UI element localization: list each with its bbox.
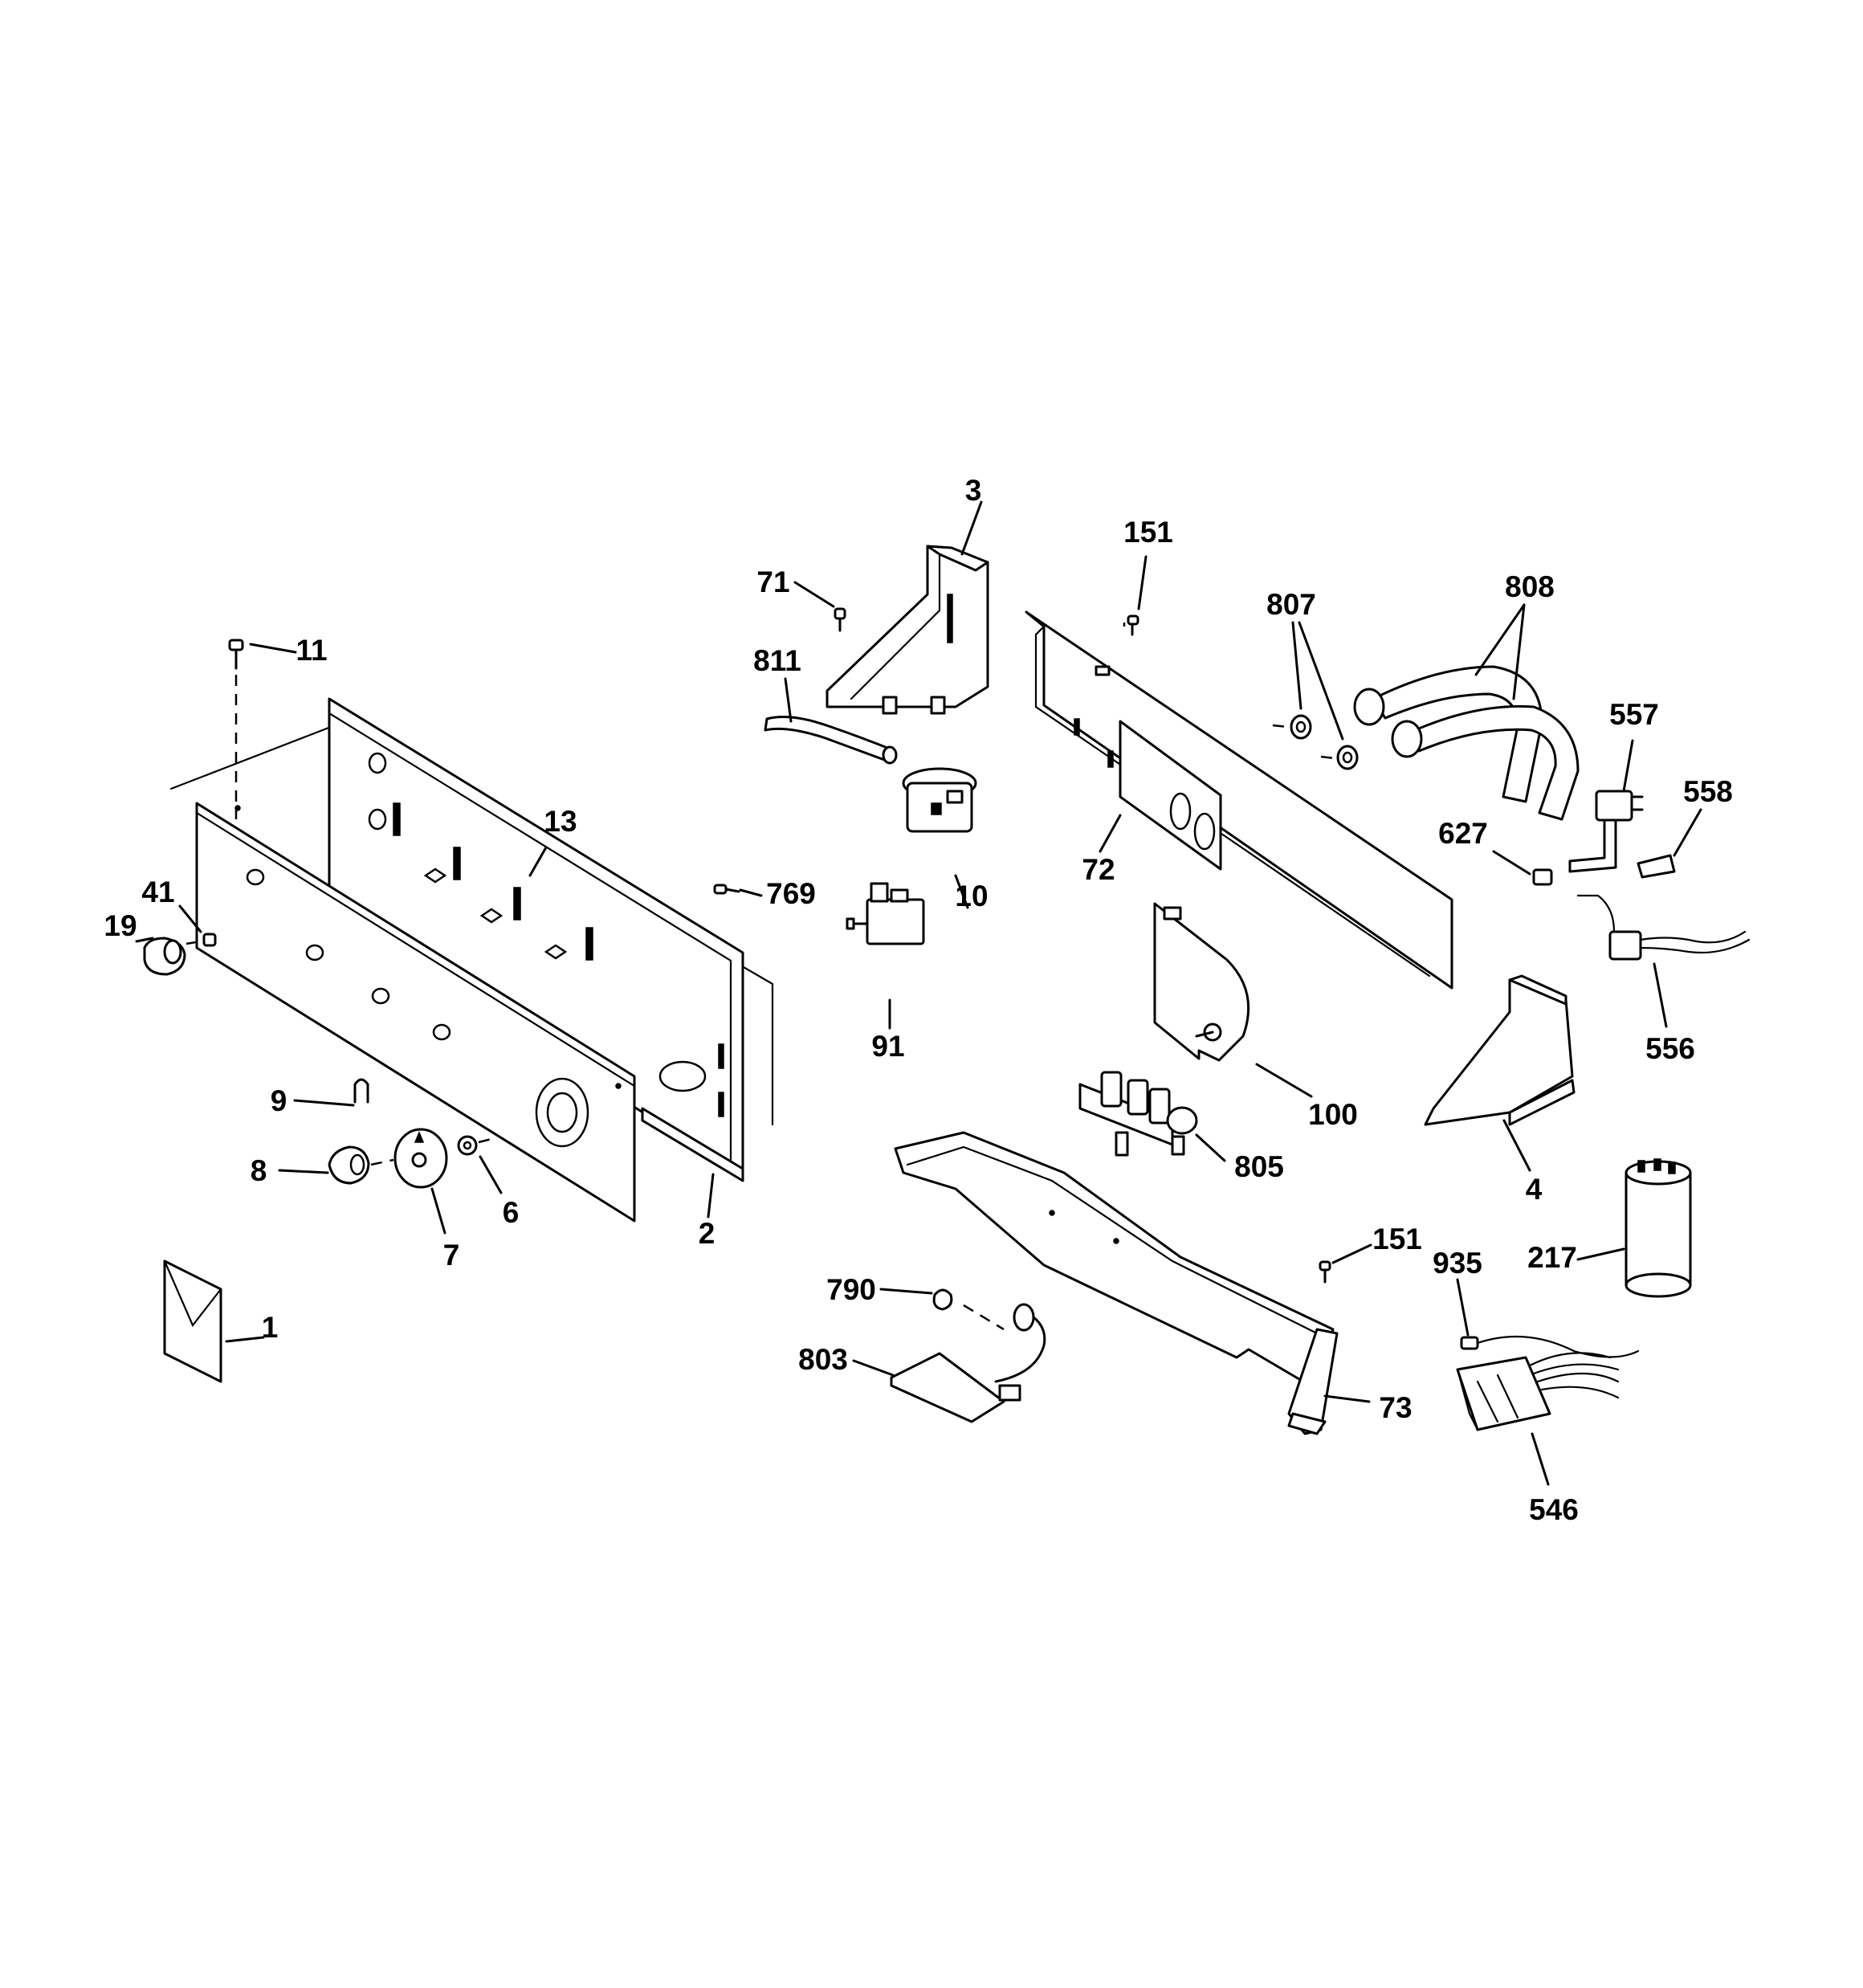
part-13-front-panel: [195, 802, 636, 1223]
callout-9: 9: [271, 1084, 287, 1117]
callout-10: 10: [955, 880, 988, 912]
part-803-hose: [890, 1303, 1046, 1423]
leader-lines: [135, 500, 1702, 1486]
callout-1: 1: [262, 1311, 279, 1344]
part-546-harness-block: [1456, 1356, 1551, 1431]
part-73-bracket: [894, 1131, 1339, 1435]
callout-217: 217: [1527, 1241, 1577, 1274]
callout-803: 803: [798, 1343, 848, 1376]
part-217-capacitor: [1625, 1158, 1692, 1298]
callout-4: 4: [1526, 1173, 1543, 1206]
callout-807: 807: [1266, 588, 1316, 621]
callout-769: 769: [766, 877, 816, 910]
part-558-connector: [1637, 854, 1676, 879]
callout-151: 151: [1123, 516, 1173, 549]
part-935-wires: [1460, 1335, 1640, 1399]
part-72-backsplash: [1025, 610, 1453, 990]
callout-790: 790: [826, 1273, 876, 1306]
callout-19: 19: [104, 909, 137, 942]
callout-3: 3: [965, 474, 982, 507]
part-8-knob: [328, 1145, 394, 1185]
callout-805: 805: [1234, 1150, 1284, 1183]
callout-13: 13: [544, 805, 577, 838]
callout-41: 41: [141, 876, 174, 908]
part-10-pressure-switch: [902, 767, 977, 833]
part-557-cord: [1568, 790, 1644, 873]
part-91-switch: [846, 882, 925, 945]
callout-556: 556: [1645, 1032, 1695, 1065]
part-556-harness: [1576, 894, 1751, 961]
callout-71: 71: [756, 565, 789, 598]
callout-557: 557: [1609, 698, 1659, 731]
part-1-envelope: [163, 1259, 222, 1383]
part-11-screw: [228, 639, 244, 819]
callout-91: 91: [871, 1030, 904, 1063]
callout-100: 100: [1308, 1098, 1358, 1131]
part-790-clamp: [932, 1288, 1005, 1331]
callout-627: 627: [1438, 817, 1488, 850]
callout-73: 73: [1379, 1391, 1412, 1424]
callout-2: 2: [699, 1217, 715, 1250]
callout-7: 7: [443, 1239, 460, 1272]
part-627-plug: [1532, 868, 1553, 886]
callout-808: 808: [1505, 570, 1555, 603]
part-4-bracket: [1424, 974, 1576, 1126]
callout-6: 6: [503, 1196, 520, 1229]
callout-11: 11: [296, 634, 327, 667]
part-805-water-valve: [1078, 1071, 1198, 1157]
part-811-hose: [764, 716, 898, 765]
part-807-washers: [1272, 714, 1359, 770]
part-3-bracket: [826, 545, 989, 715]
callout-811: 811: [753, 644, 801, 677]
part-7-dial: [393, 1128, 448, 1189]
part-6-nut: [457, 1135, 492, 1156]
callout-935: 935: [1433, 1247, 1482, 1280]
callout-558: 558: [1683, 775, 1733, 808]
callout-8: 8: [251, 1154, 267, 1187]
part-100-timer: [1153, 902, 1250, 1062]
part-19-knob: [143, 937, 186, 976]
part-9-clip: [353, 1078, 369, 1104]
part-41-setscrew: [185, 933, 217, 947]
part-151-screw-bottom: [1319, 1260, 1331, 1284]
callout-546: 546: [1529, 1493, 1579, 1526]
part-71-screw: [834, 607, 846, 632]
part-808-hoses: [1353, 665, 1580, 821]
part-769-screw: [713, 884, 740, 895]
part-2-bracket: [328, 697, 744, 1182]
part-151-screw-top: [1127, 614, 1139, 636]
callout-151b: 151: [1372, 1223, 1422, 1255]
callout-labels: 3 151 807 808 71 11 811 557 558 13 627 7…: [104, 474, 1732, 1526]
callout-72: 72: [1082, 853, 1115, 886]
